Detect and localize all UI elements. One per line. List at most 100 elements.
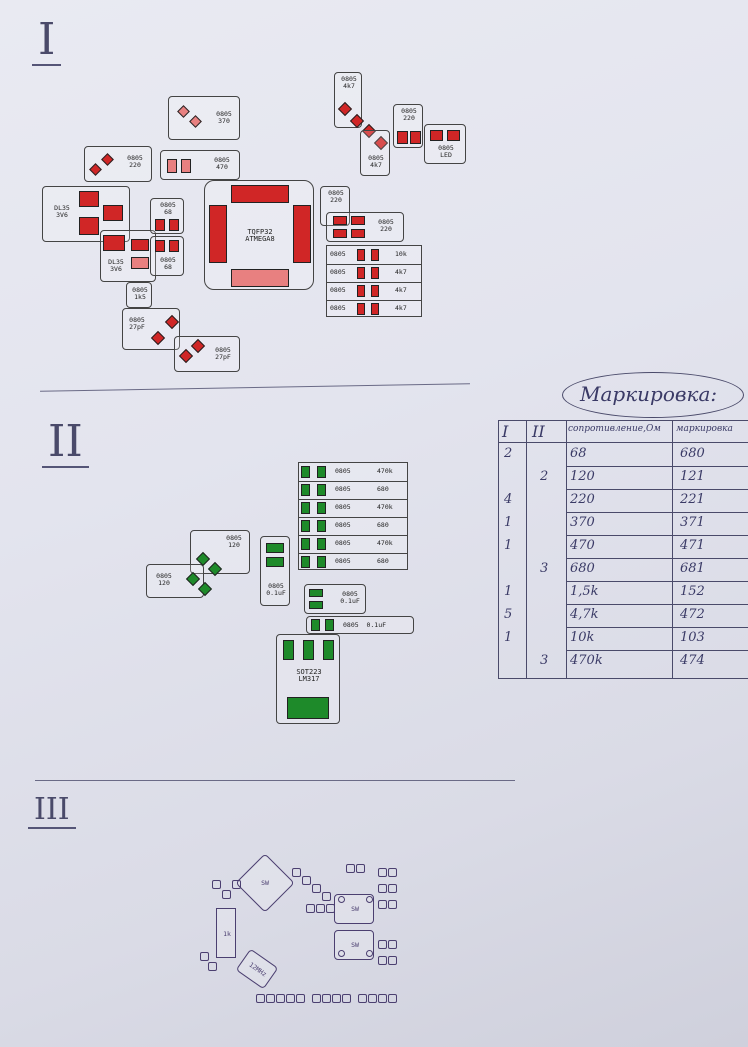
pad — [371, 267, 379, 279]
header-pin — [312, 994, 321, 1003]
pad — [371, 303, 379, 315]
row-value: 4k7 — [395, 304, 407, 312]
via — [388, 956, 397, 965]
array-row: 0805 470k — [299, 535, 407, 554]
part-label: 0805 1k5 — [132, 286, 148, 301]
pad — [283, 640, 294, 660]
pad — [167, 159, 177, 173]
table-row-rule — [566, 627, 748, 628]
via — [212, 880, 221, 889]
pad — [103, 205, 123, 221]
row-value: 680 — [377, 521, 389, 529]
cell-marking: 680 — [680, 446, 705, 461]
pad — [317, 538, 326, 550]
switch-label: SW — [351, 905, 359, 913]
switch-label: SW — [351, 941, 359, 949]
cap-0805-0.1uf-c: 0805 0.1uF — [306, 616, 414, 634]
cell-resistance: 370 — [570, 515, 595, 530]
cap-0805-0.1uf-b: 0805 0.1uF — [304, 584, 366, 614]
row-value: 680 — [377, 557, 389, 565]
part-label: 0805 220 — [401, 107, 417, 122]
pad — [357, 303, 365, 315]
header-pin — [322, 994, 331, 1003]
cell-resistance: 680 — [570, 561, 595, 576]
header-pin — [266, 994, 275, 1003]
table-row-rule — [566, 650, 748, 651]
pad — [397, 131, 408, 144]
row-value: 4k7 — [395, 286, 407, 294]
row-value: 470k — [377, 503, 393, 511]
pad — [131, 257, 149, 269]
header-pin — [368, 994, 377, 1003]
via — [232, 880, 241, 889]
cell-count-II: 2 — [540, 469, 549, 484]
pad — [323, 640, 334, 660]
part-label: 0805 4k7 — [368, 154, 384, 169]
row-value: 4k7 — [395, 268, 407, 276]
row-pkg: 0805 — [335, 503, 351, 511]
section-divider-2 — [35, 780, 515, 781]
part-0805-220-a: 0805 220 — [84, 146, 152, 182]
pad — [79, 217, 99, 235]
array-row: 0805 4k7 — [327, 300, 421, 318]
mcu-pads-bottom — [231, 269, 289, 287]
table-rule — [498, 442, 748, 443]
cell-marking: 152 — [680, 584, 705, 599]
table-title-oval — [562, 372, 744, 418]
via — [326, 904, 335, 913]
table-rule — [498, 678, 748, 679]
pad — [131, 239, 149, 251]
via — [388, 884, 397, 893]
mcu-label: TQFP32 ATMEGA8 — [245, 228, 275, 243]
part-label: 0805 0.1uF — [266, 582, 286, 597]
row-pkg: 0805 — [330, 286, 346, 294]
pad — [301, 502, 310, 514]
part-0805-4k7-b: 0805 4k7 — [360, 130, 390, 176]
part-label: DL35 3V6 — [54, 204, 70, 219]
part-0805-220-d: 0805 220 — [326, 212, 404, 242]
part-label: SOT223 LM317 — [296, 668, 322, 683]
mcu-pads-left — [209, 205, 227, 263]
header-pin — [296, 994, 305, 1003]
pad — [79, 191, 99, 207]
via — [378, 884, 387, 893]
pad — [287, 697, 329, 719]
pad — [155, 240, 165, 252]
cell-marking: 471 — [680, 538, 705, 553]
mcu-pads-top — [231, 185, 289, 203]
table-row-rule — [566, 604, 748, 605]
header-pin — [332, 994, 341, 1003]
part-label: 0805 4k7 — [341, 75, 357, 90]
switch-pin — [366, 950, 373, 957]
mcu-footprint: TQFP32 ATMEGA8 — [204, 180, 314, 290]
table-row-rule — [566, 581, 748, 582]
pad — [169, 240, 179, 252]
cell-marking: 103 — [680, 630, 705, 645]
pad — [301, 556, 310, 568]
header-pin — [342, 994, 351, 1003]
cell-resistance: 220 — [570, 492, 595, 507]
table-title: Маркировка: — [580, 382, 718, 406]
section-III-numeral: III — [28, 792, 76, 829]
pad — [101, 153, 114, 166]
pad — [309, 601, 323, 609]
pad — [317, 520, 326, 532]
switch-pin — [338, 950, 345, 957]
cell-count-I: 5 — [504, 607, 513, 622]
part-0805-370: 0805 370 — [168, 96, 240, 140]
pad — [410, 131, 421, 144]
part-0805-68-a: 0805 68 — [150, 198, 184, 234]
pad — [333, 216, 347, 225]
header-pin — [256, 994, 265, 1003]
header-pin — [276, 994, 285, 1003]
cap-0805-0.1uf-a: 0805 0.1uF — [260, 536, 290, 606]
pad — [371, 285, 379, 297]
via — [312, 884, 321, 893]
pad — [181, 159, 191, 173]
row-value: 680 — [377, 485, 389, 493]
part-label: 0805 27pF — [129, 316, 145, 331]
pad — [357, 249, 365, 261]
part-label: 0805 220 — [127, 154, 143, 169]
header-pin — [388, 994, 397, 1003]
pad — [317, 466, 326, 478]
